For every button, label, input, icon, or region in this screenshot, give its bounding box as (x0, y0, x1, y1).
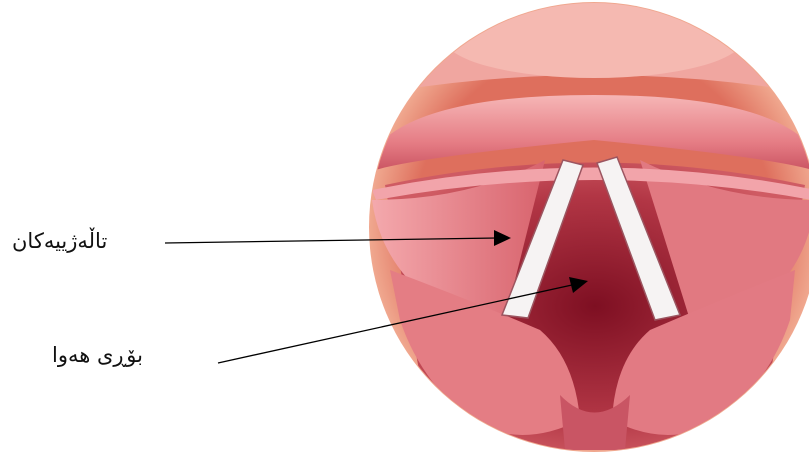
vocal-cords-label: تاڵەژییەکان (12, 229, 107, 253)
airway-label: بۆڕی هەوا (52, 343, 143, 367)
